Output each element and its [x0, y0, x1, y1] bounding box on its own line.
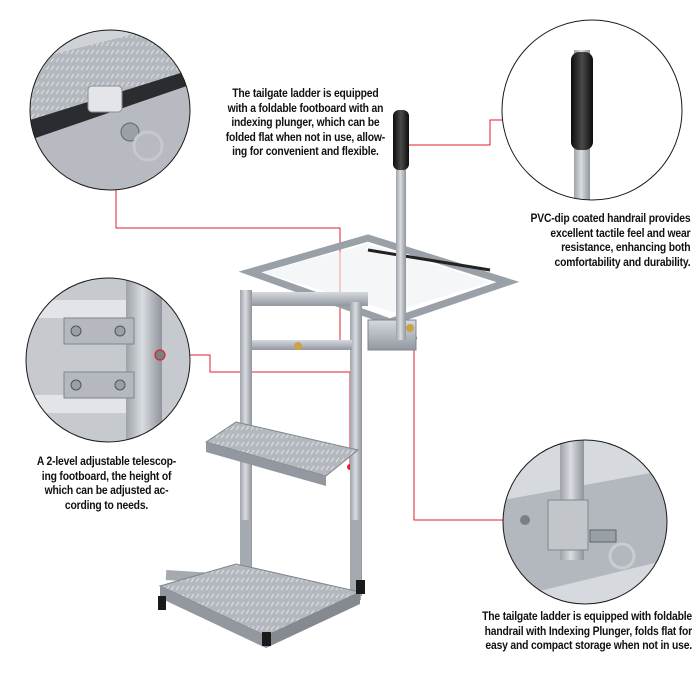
caption-line: A 2-level adjustable telescop- [36, 456, 177, 468]
caption-line: indexing plunger, which can be [231, 117, 380, 129]
detail-circle-handrail-grip [501, 19, 683, 201]
caption-line: The tailgate ladder is equipped with fol… [482, 611, 692, 623]
caption-line: resistance, enhancing both [561, 242, 691, 254]
caption-line: which can be adjusted ac- [44, 485, 169, 497]
caption-line: easy and compact storage when not in use… [485, 640, 692, 652]
detail-circle-footboard-plunger [29, 29, 191, 191]
caption-pvc-handrail: PVC-dip coated handrail provides excelle… [478, 212, 691, 270]
caption-line: PVC-dip coated handrail provides [530, 213, 691, 225]
caption-footboard-plunger: The tailgate ladder is equipped with a f… [210, 87, 401, 160]
caption-foldable-handrail: The tailgate ladder is equipped with fol… [413, 610, 692, 654]
caption-line: The tailgate ladder is equipped [232, 88, 379, 100]
caption-line: ing footboard, the height of [41, 470, 172, 483]
caption-line: cording to needs. [64, 499, 149, 512]
caption-line: excellent tactile feel and wear [550, 227, 691, 240]
callout-line-pvc-handrail [405, 119, 508, 146]
caption-line: with a foldable footboard with an [227, 102, 384, 115]
caption-line: ing for convenient and flexible. [232, 146, 379, 158]
caption-telescoping-footboard: A 2-level adjustable telescop- ing footb… [30, 455, 183, 513]
caption-line: comfortability and durability. [554, 256, 691, 269]
callout-line-foldable-handrail [413, 338, 503, 521]
caption-line: folded flat when not in use, allow- [225, 131, 386, 144]
tailgate-ladder [158, 110, 520, 648]
caption-line: handrail with Indexing Plunger, folds fl… [484, 625, 693, 638]
detail-circle-foldable-handrail [502, 439, 668, 605]
detail-circle-telescoping [25, 277, 191, 443]
